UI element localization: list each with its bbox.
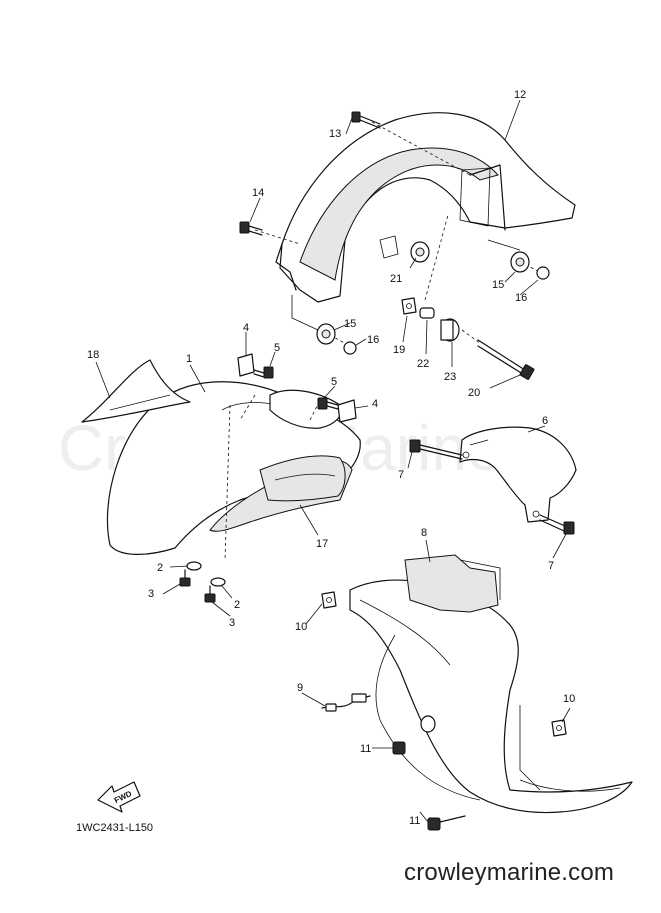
bolt-13 <box>351 111 381 129</box>
bracket-4-b <box>337 399 357 423</box>
callout-22: 22 <box>417 358 429 370</box>
grommet-15-a <box>510 251 530 273</box>
callout-17: 17 <box>316 538 328 550</box>
washer-16-a <box>536 266 550 280</box>
callout-3-b: 3 <box>229 617 235 629</box>
emblem-17 <box>259 455 346 502</box>
callout-5-b: 5 <box>331 376 337 388</box>
callout-14: 14 <box>252 187 264 199</box>
callout-16-a: 16 <box>515 292 527 304</box>
callout-6: 6 <box>542 415 548 427</box>
bolt-20 <box>461 329 535 380</box>
callout-10-a: 10 <box>295 621 307 633</box>
callout-15-a: 15 <box>492 279 504 291</box>
callout-7-a: 7 <box>398 469 404 481</box>
callout-7-b: 7 <box>548 560 554 572</box>
callout-3-a: 3 <box>148 588 154 600</box>
callout-15-b: 15 <box>344 318 356 330</box>
damper-23 <box>440 318 460 342</box>
collar-22 <box>419 307 435 319</box>
bolt-7-b <box>539 514 575 535</box>
clip-10-a <box>321 591 337 609</box>
diagram-code: 1WC2431-L150 <box>76 822 154 834</box>
nut-2-a <box>186 561 202 571</box>
grommet-21 <box>410 241 430 263</box>
footer-url: crowleymarine.com <box>404 859 615 886</box>
callout-19: 19 <box>393 344 405 356</box>
callout-9: 9 <box>297 682 303 694</box>
callout-5-a: 5 <box>274 342 280 354</box>
callout-21: 21 <box>390 273 402 285</box>
callout-4-a: 4 <box>243 322 249 334</box>
callout-10-b: 10 <box>563 693 575 705</box>
grommet-15-b <box>316 323 336 345</box>
nut-2-b <box>210 577 226 587</box>
nut-11-b <box>427 815 466 831</box>
callout-2-a: 2 <box>157 562 163 574</box>
fwd-arrow-icon: FWD <box>97 781 141 813</box>
callout-23: 23 <box>444 371 456 383</box>
callout-18: 18 <box>87 349 99 361</box>
nut-11-a <box>392 715 436 755</box>
callout-12: 12 <box>514 89 526 101</box>
screw-3-b <box>204 585 216 603</box>
callout-8: 8 <box>421 527 427 539</box>
clip-19 <box>401 297 417 315</box>
washer-16-b <box>343 341 357 355</box>
clip-10-b <box>551 719 567 737</box>
callout-11-b: 11 <box>409 815 420 827</box>
bolt-5-a <box>253 366 274 379</box>
bolt-14 <box>239 221 263 236</box>
rear-fender-part-12 <box>254 112 576 303</box>
bracket-4-a <box>237 353 255 377</box>
callout-4-b: 4 <box>372 398 378 410</box>
cover-part-6 <box>459 426 577 523</box>
harness-part-9 <box>321 693 371 712</box>
callout-2-b: 2 <box>234 599 240 611</box>
callout-1: 1 <box>186 353 192 365</box>
flap-part-18 <box>81 359 191 423</box>
callout-16-b: 16 <box>367 334 379 346</box>
bolt-7-a <box>409 439 463 460</box>
bolt-5-b <box>317 397 339 410</box>
inner-fender-part-8 <box>349 554 633 814</box>
callout-11-a: 11 <box>360 743 371 755</box>
screw-3-a <box>179 569 191 587</box>
callout-13: 13 <box>329 128 341 140</box>
callout-20: 20 <box>468 387 480 399</box>
